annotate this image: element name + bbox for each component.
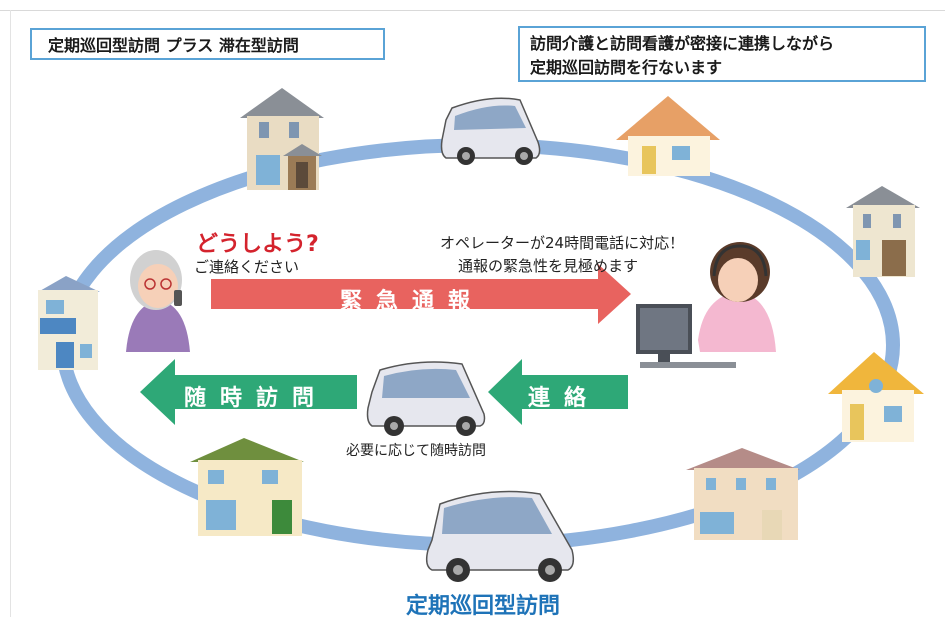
house-right-middle — [828, 352, 924, 442]
header-left-title: 定期巡回型訪問 プラス 滞在型訪問 — [48, 36, 299, 55]
house-left — [38, 276, 100, 370]
van-caption: 必要に応じて随時訪問 — [346, 443, 486, 459]
house-bottom-left — [190, 438, 304, 536]
visit-arrow-label: 随時訪問 — [184, 386, 329, 411]
emergency-arrow-label: 緊急通報 — [340, 289, 485, 314]
header-right-line2: 定期巡回訪問を行ないます — [530, 58, 723, 77]
bottom-title: 定期巡回型訪問 — [406, 594, 561, 619]
emergency-arrow — [211, 264, 631, 324]
house-top-right — [616, 96, 720, 176]
operator-line1: オペレーターが24時間電話に対応！ — [440, 234, 685, 252]
house-right-upper — [846, 186, 920, 277]
operator-monitor — [636, 304, 736, 368]
operator-person — [698, 242, 776, 352]
frame-top-line — [0, 10, 945, 11]
operator-line2: 通報の緊急性を見極めます — [458, 257, 639, 275]
caller-grandmother — [126, 250, 190, 352]
van-bottom — [425, 490, 575, 582]
house-top-left — [240, 88, 324, 190]
contact-arrow-label: 連絡 — [528, 386, 601, 411]
header-left-box: 定期巡回型訪問 プラス 滞在型訪問 — [30, 28, 385, 60]
visit-arrow — [140, 359, 357, 425]
header-right-box: 訪問介護と訪問看護が密接に連携しながら 定期巡回訪問を行ないます — [518, 26, 926, 82]
house-bottom-right — [686, 448, 800, 540]
frame-left-line — [10, 10, 11, 617]
caller-exclaim: どうしよう? — [196, 232, 319, 257]
contact-arrow — [488, 359, 628, 425]
caller-message: ご連絡ください — [194, 258, 300, 276]
header-right-line1: 訪問介護と訪問看護が密接に連携しながら — [530, 34, 835, 53]
van-middle — [366, 361, 486, 436]
van-top — [440, 97, 541, 165]
